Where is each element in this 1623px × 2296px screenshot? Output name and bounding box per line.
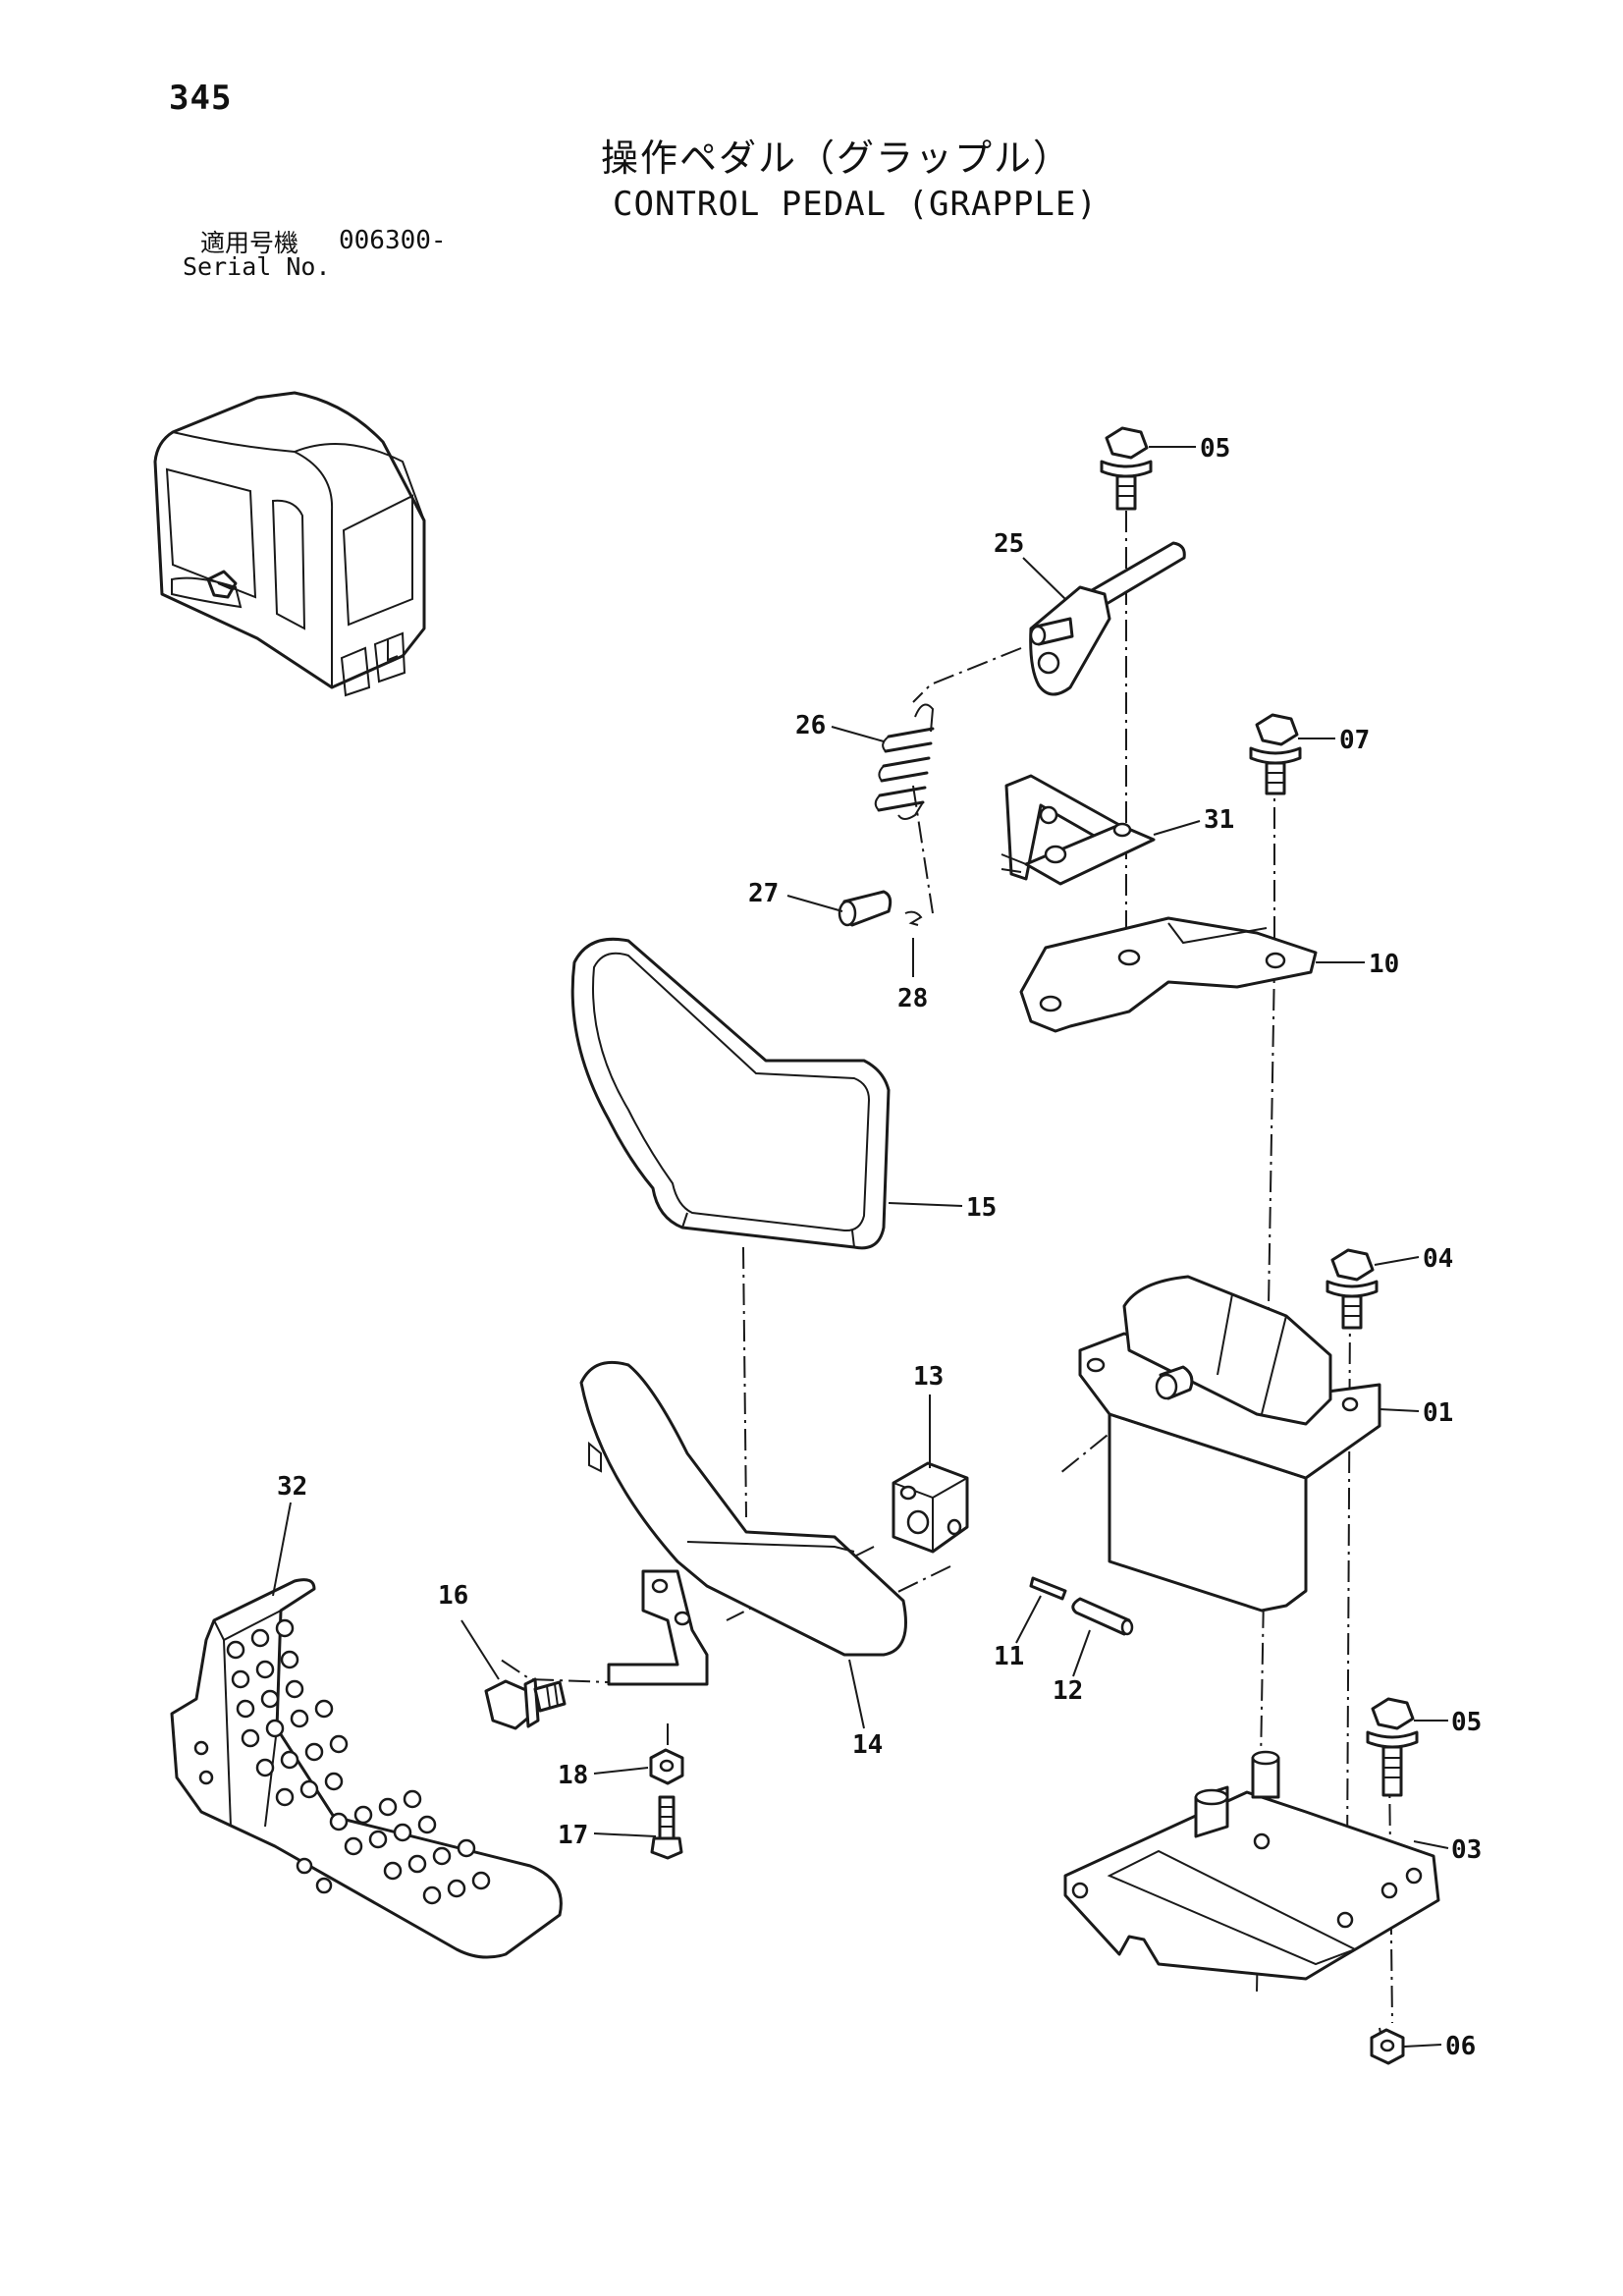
bolt-16 [484, 1677, 567, 1730]
callout-31: 31 [1204, 805, 1234, 835]
callout-27: 27 [748, 879, 779, 908]
base-plate-03 [1063, 1750, 1440, 1981]
bolt-05-top [1100, 426, 1153, 511]
callout-04: 04 [1423, 1244, 1453, 1274]
callout-28: 28 [897, 984, 928, 1013]
callout-25: 25 [994, 529, 1024, 559]
callout-07: 07 [1339, 726, 1370, 755]
callout-05-lower: 05 [1451, 1708, 1482, 1737]
page-number: 345 [169, 79, 233, 118]
page-title: CONTROL PEDAL (GRAPPLE) [613, 185, 1098, 224]
pedal-cover-15 [570, 937, 891, 1250]
callout-13: 13 [913, 1362, 944, 1392]
pilot-valve-01 [1078, 1275, 1381, 1613]
callout-06: 06 [1445, 2032, 1476, 2061]
mounting-plate-10 [1019, 916, 1318, 1033]
bolt-04 [1325, 1248, 1379, 1330]
callout-05: 05 [1200, 434, 1230, 464]
lever-arm-25 [1029, 541, 1186, 696]
serial-label-japanese: 適用号機 [200, 229, 299, 257]
callout-01: 01 [1423, 1398, 1453, 1428]
cotter-pin-28 [904, 910, 923, 926]
serial-number-value: 006300- [339, 226, 447, 255]
bracket-31 [1001, 774, 1156, 886]
pedal-plate-14 [579, 1360, 907, 1686]
nut-06 [1370, 2028, 1405, 2065]
leader-lines [272, 446, 1449, 2048]
bolt-17 [650, 1795, 683, 1860]
callout-12: 12 [1053, 1676, 1083, 1706]
block-13 [892, 1461, 969, 1554]
callout-18: 18 [558, 1761, 588, 1790]
callout-14: 14 [852, 1730, 883, 1760]
bolt-07 [1249, 713, 1302, 795]
pin-27 [838, 890, 893, 927]
foot-rest-32 [170, 1578, 563, 1959]
callout-03: 03 [1451, 1835, 1482, 1865]
bolt-05-lower [1366, 1697, 1419, 1797]
callout-17: 17 [558, 1821, 588, 1850]
cab-locator-icon [153, 391, 426, 697]
spring-26 [874, 703, 935, 820]
pin-12 [1071, 1597, 1134, 1636]
callout-10: 10 [1369, 950, 1399, 979]
callout-labels: 05 25 07 26 31 27 28 10 15 04 13 01 32 1… [277, 434, 1482, 2061]
serial-label: Serial No. [183, 252, 331, 281]
foot-rest-holes [193, 1618, 491, 1905]
page-title-japanese: 操作ペダル（グラップル） [601, 137, 1073, 180]
callout-15: 15 [966, 1193, 997, 1223]
callout-16: 16 [438, 1581, 468, 1611]
pin-11 [1029, 1576, 1067, 1601]
nut-18 [649, 1748, 684, 1785]
callout-11: 11 [994, 1642, 1024, 1671]
callout-26: 26 [795, 711, 826, 740]
callout-32: 32 [277, 1472, 307, 1502]
